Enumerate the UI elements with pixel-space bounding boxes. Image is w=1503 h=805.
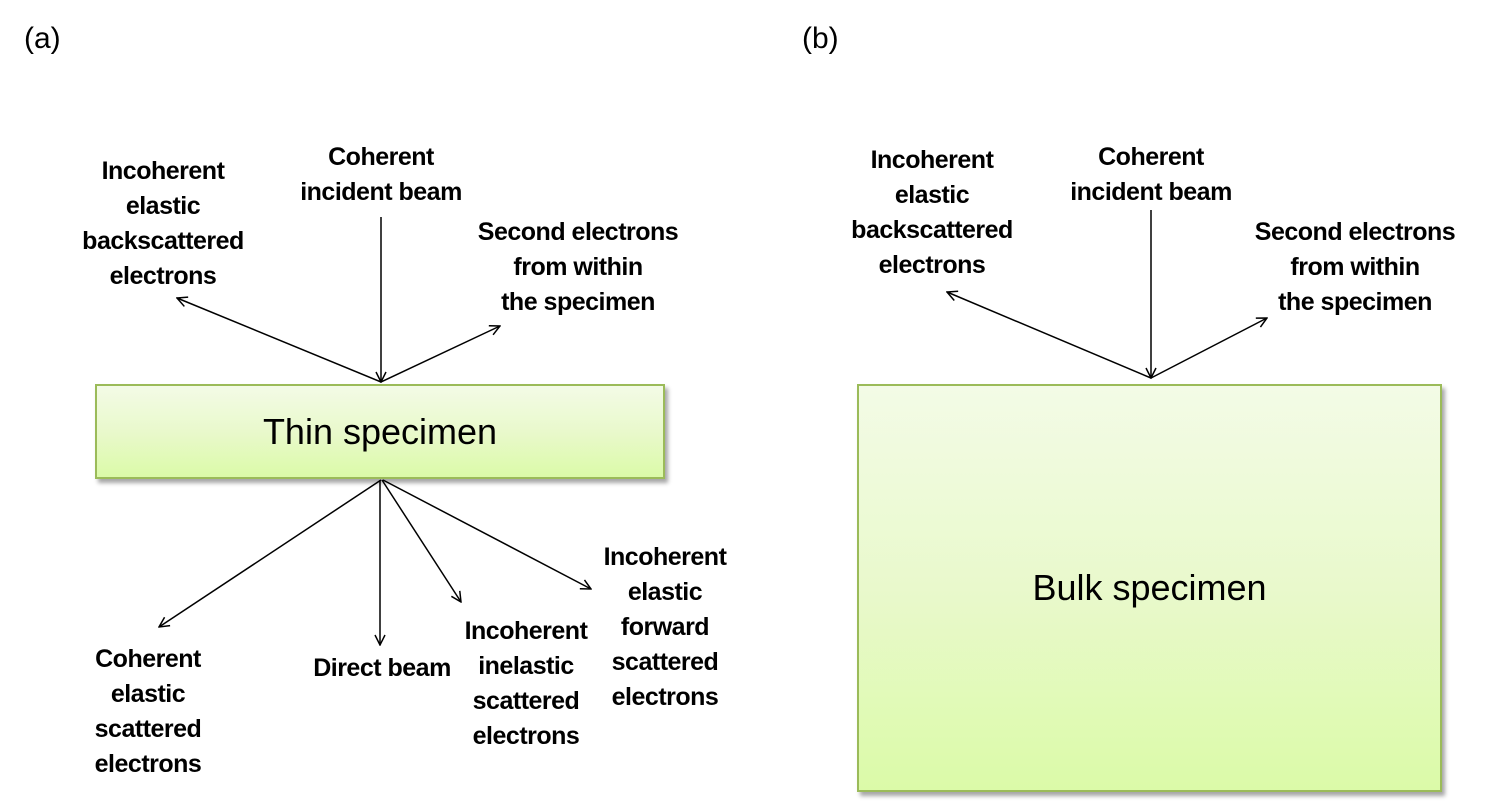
thin-specimen-label: Thin specimen	[262, 410, 498, 452]
coherent-elastic-arrow	[159, 479, 382, 627]
label-line: Coherent	[1098, 143, 1204, 171]
label-line: from within	[1290, 253, 1420, 281]
label-line: Second electrons	[477, 218, 679, 246]
incident-beam-label-b: Coherent incident beam	[1051, 140, 1251, 210]
backscattered-arrow-b	[947, 292, 1152, 379]
forward-scattered-arrow	[382, 479, 591, 589]
label-line: scattered	[611, 648, 719, 676]
forward-scattered-label: Incoherent elastic forward scattered ele…	[590, 540, 740, 715]
label-line: electrons	[878, 251, 986, 279]
label-line: scattered	[94, 715, 202, 743]
label-line: elastic	[125, 192, 201, 220]
direct-beam-label: Direct beam	[302, 651, 462, 686]
label-line: electrons	[611, 683, 719, 711]
secondary-label-a: Second electrons from within the specime…	[458, 215, 698, 320]
bulk-specimen-label: Bulk specimen	[1032, 567, 1267, 608]
label-line: elastic	[894, 181, 970, 209]
label-line: Direct beam	[313, 654, 451, 682]
label-line: Incoherent	[870, 146, 994, 174]
label-line: from within	[513, 253, 643, 281]
bulk-specimen-box: Bulk specimen	[857, 384, 1442, 792]
inelastic-arrow	[381, 479, 461, 602]
label-line: elastic	[627, 578, 703, 606]
backscattered-label-b: Incoherent elastic backscattered electro…	[832, 143, 1032, 283]
label-line: Second electrons	[1254, 218, 1456, 246]
label-line: elastic	[110, 680, 186, 708]
label-line: incident beam	[1070, 178, 1232, 206]
secondary-arrow-b	[1150, 318, 1267, 379]
label-line: the specimen	[1278, 288, 1432, 316]
label-line: Incoherent	[603, 543, 727, 571]
label-line: electrons	[109, 262, 217, 290]
label-line: backscattered	[851, 216, 1013, 244]
label-line: electrons	[472, 722, 580, 750]
inelastic-label: Incoherent inelastic scattered electrons	[451, 614, 601, 754]
label-line: Incoherent	[101, 157, 225, 185]
coherent-elastic-label: Coherent elastic scattered electrons	[68, 642, 228, 782]
label-line: Coherent	[328, 143, 434, 171]
incident-beam-label-a: Coherent incident beam	[281, 140, 481, 210]
label-line: electrons	[94, 750, 202, 778]
label-line: backscattered	[82, 227, 244, 255]
panel-a-letter: (a)	[24, 22, 61, 55]
label-line: forward	[620, 613, 710, 641]
secondary-arrow-a	[380, 326, 500, 383]
label-line: Incoherent	[464, 617, 588, 645]
label-line: incident beam	[300, 178, 462, 206]
thin-specimen-box: Thin specimen	[95, 384, 665, 479]
label-line: Coherent	[95, 645, 201, 673]
backscattered-label-a: Incoherent elastic backscattered electro…	[63, 154, 263, 294]
label-line: the specimen	[501, 288, 655, 316]
panel-b-letter: (b)	[802, 22, 839, 55]
label-line: inelastic	[478, 652, 574, 680]
secondary-label-b: Second electrons from within the specime…	[1235, 215, 1475, 320]
backscattered-arrow-a	[177, 298, 382, 383]
label-line: scattered	[472, 687, 580, 715]
